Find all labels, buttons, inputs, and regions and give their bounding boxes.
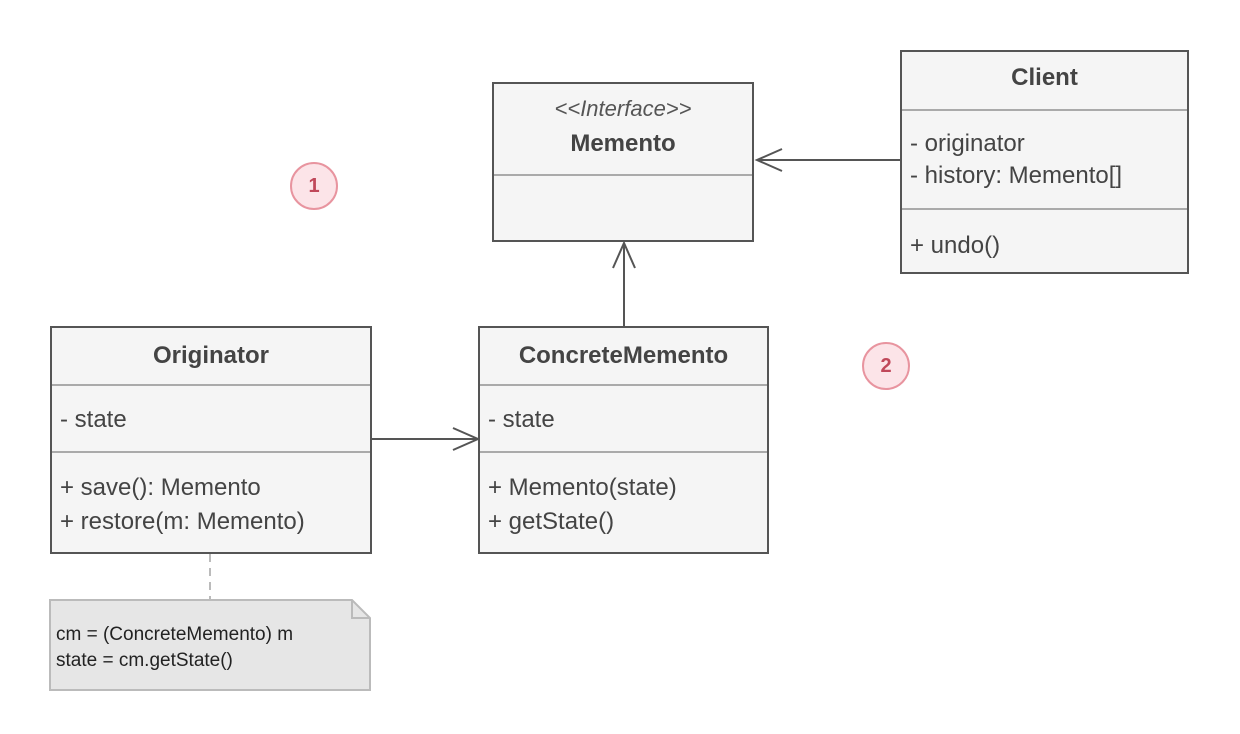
memento-separator [494, 174, 752, 176]
concrete-to-memento-arrowhead [612, 240, 636, 269]
originator-class-box[interactable]: Originator - state + save(): Memento + r… [50, 326, 372, 554]
client-to-memento-arrowhead [754, 148, 783, 172]
client-field: - originator [910, 130, 1025, 157]
note-line: state = cm.getState() [56, 650, 233, 671]
client-class-box[interactable]: Client - originator - history: Memento[]… [900, 50, 1189, 274]
memento-title: Memento [570, 130, 676, 157]
concrete-memento-separator-bottom [480, 451, 767, 453]
originator-method: + restore(m: Memento) [60, 508, 305, 535]
note-line: cm = (ConcreteMemento) m [56, 624, 294, 645]
memento-interface-box[interactable]: <<Interface>> Memento [492, 82, 754, 242]
step-badge-1: 1 [290, 162, 338, 210]
originator-separator-bottom [52, 451, 370, 453]
memento-stereotype: <<Interface>> [554, 96, 692, 121]
client-field: - history: Memento[] [910, 162, 1123, 189]
client-separator-top [902, 109, 1187, 111]
note-shape [49, 599, 371, 691]
concrete-memento-separator-top [480, 384, 767, 386]
client-title: Client [1011, 64, 1078, 91]
note-fold [351, 600, 370, 619]
originator-separator-top [52, 384, 370, 386]
client-separator-bottom [902, 208, 1187, 210]
client-method: + undo() [910, 232, 1001, 259]
step-badge-2: 2 [862, 342, 910, 390]
concrete-memento-class-box[interactable]: ConcreteMemento - state + Memento(state)… [478, 326, 769, 554]
concrete-memento-title: ConcreteMemento [518, 342, 729, 369]
originator-method: + save(): Memento [60, 474, 261, 501]
concrete-memento-field: - state [488, 406, 555, 433]
concrete-memento-method: + getState() [488, 508, 615, 535]
originator-title: Originator [152, 342, 269, 369]
concrete-memento-method: + Memento(state) [488, 474, 677, 501]
originator-field: - state [60, 406, 127, 433]
